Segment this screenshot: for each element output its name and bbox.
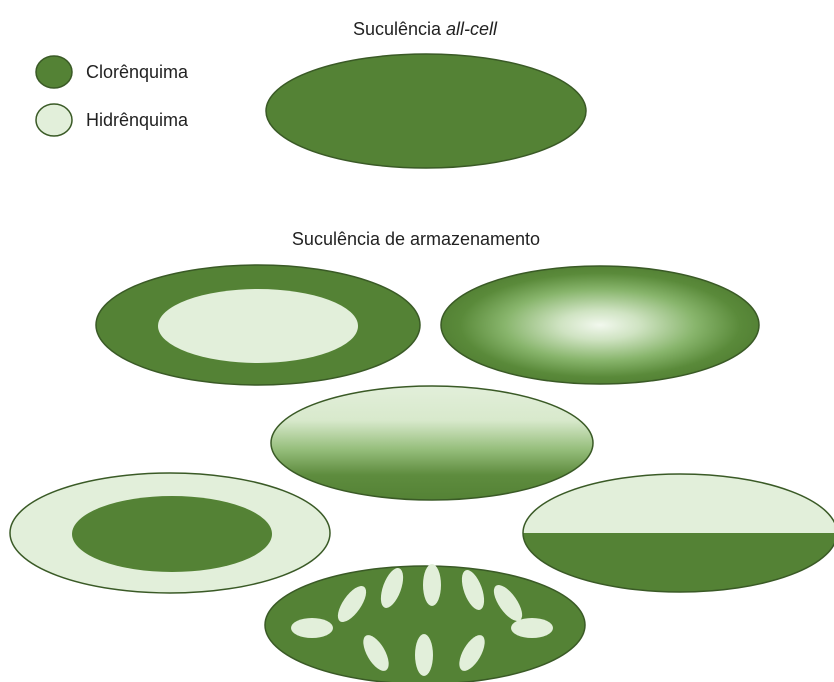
- legend-swatch-hydrenchyma: [36, 104, 72, 136]
- title-all-cell-emphasis: all-cell: [446, 19, 498, 39]
- idioblast: [511, 618, 553, 638]
- leaf-inner-hydrenchyma: [158, 289, 358, 363]
- legend-item-hydrenchyma: Hidrênquima: [36, 104, 189, 136]
- legend: Clorênquima Hidrênquima: [36, 56, 189, 136]
- legend-item-chlorenchyma: Clorênquima: [36, 56, 189, 88]
- title-all-cell-prefix: Suculência: [353, 19, 446, 39]
- legend-swatch-chlorenchyma: [36, 56, 72, 88]
- leaf-peripheral-hydrenchyma: [10, 473, 330, 593]
- title-all-cell: Suculência all-cell: [353, 19, 498, 39]
- idioblast: [415, 634, 433, 676]
- leaf-all-cell: [266, 54, 586, 168]
- leaf-radial-gradient: [441, 266, 759, 384]
- legend-label-hydrenchyma: Hidrênquima: [86, 110, 189, 130]
- leaf-inner-chlorenchyma: [72, 496, 272, 572]
- leaf-scattered-hydrenchyma: [265, 564, 585, 682]
- title-storage: Suculência de armazenamento: [292, 229, 540, 249]
- leaf-central-hydrenchyma: [96, 265, 420, 385]
- leaf-upper-hydrenchyma: [520, 470, 834, 533]
- leaf-vertical-gradient: [271, 386, 593, 500]
- legend-label-chlorenchyma: Clorênquima: [86, 62, 189, 82]
- idioblast: [291, 618, 333, 638]
- leaf-upper-lower-split: [520, 470, 834, 603]
- idioblast: [423, 564, 441, 606]
